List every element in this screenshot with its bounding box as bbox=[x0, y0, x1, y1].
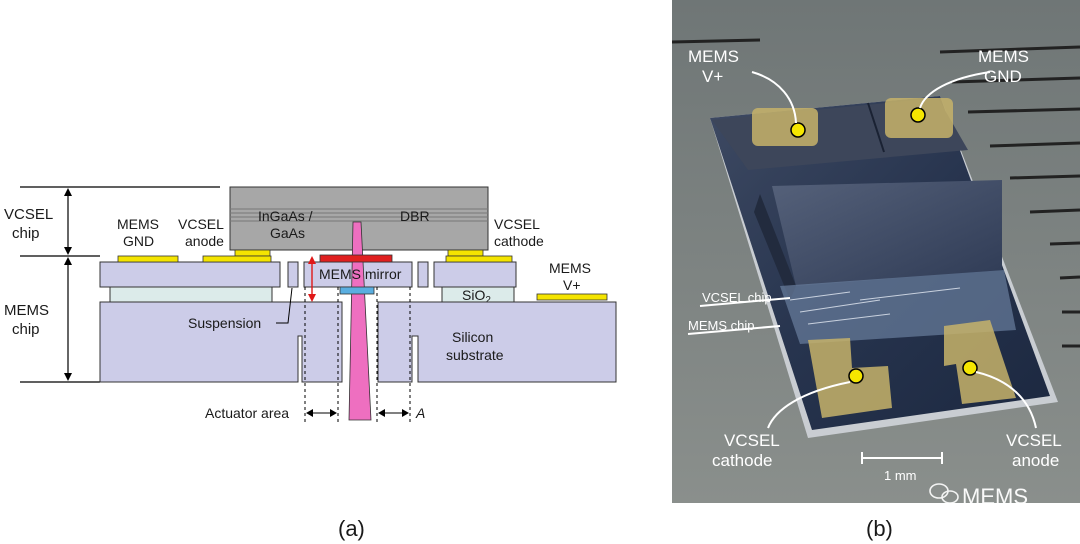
mems-mirror-label: MEMS mirror bbox=[319, 266, 402, 282]
panel-b-caption: (b) bbox=[866, 516, 893, 541]
panel-a-caption: (a) bbox=[338, 516, 365, 541]
vcsel-cathode-label: VCSEL cathode bbox=[494, 216, 544, 249]
vcsel-chip-photo-label: VCSEL chip bbox=[702, 290, 772, 305]
mirror-stroke-arrow bbox=[308, 256, 316, 302]
oxide-left bbox=[109, 286, 273, 303]
silicon-substrate-right bbox=[377, 301, 617, 383]
mems-gnd-pad bbox=[117, 255, 179, 263]
mems-chip-photo-label: MEMS chip bbox=[688, 318, 754, 333]
marker-vcsel-anode bbox=[962, 360, 978, 376]
panel-a-schematic: VCSEL chip MEMS chip InGaAs / GaAs DBR bbox=[4, 186, 617, 541]
mems-gnd-label: MEMS GND bbox=[117, 216, 163, 249]
vcsel-anode-pad bbox=[202, 255, 272, 263]
watermark-text: MEMS bbox=[962, 484, 1028, 509]
mems-chip-label: MEMS chip bbox=[4, 302, 53, 338]
dbr-layers bbox=[230, 208, 488, 222]
marker-vcsel-cathode bbox=[848, 368, 864, 384]
vcsel-anode-pad-photo bbox=[944, 320, 1016, 404]
callout-markers bbox=[790, 107, 978, 384]
sio2-label: SiO2 bbox=[462, 287, 491, 306]
mems-gnd-photo-label: MEMS GND bbox=[978, 47, 1034, 86]
vcsel-anode-photo-label: VCSEL anode bbox=[1006, 431, 1066, 470]
mems-mirror bbox=[319, 254, 393, 263]
vcsel-cathode-pad bbox=[445, 255, 513, 263]
a-symbol-label: A bbox=[415, 405, 425, 421]
silicon-substrate-left bbox=[99, 301, 343, 383]
suspension-label: Suspension bbox=[188, 315, 261, 331]
mems-vplus-label: MEMS V+ bbox=[549, 260, 595, 293]
mirror-platform bbox=[339, 286, 375, 295]
dimension-lines bbox=[20, 186, 220, 383]
vcsel-chip-side bbox=[754, 194, 796, 300]
actuator-area-label: Actuator area bbox=[205, 405, 289, 421]
vcsel-anode-label: VCSEL anode bbox=[178, 216, 227, 249]
scale-bar-label: 1 mm bbox=[884, 468, 917, 483]
mems-vplus-photo-label: MEMS V+ bbox=[688, 47, 744, 86]
suspension-leader bbox=[276, 287, 293, 324]
actuator-pin bbox=[348, 221, 372, 421]
scale-bar bbox=[861, 452, 943, 464]
actuator-arrowheads bbox=[306, 409, 409, 417]
background-stripes bbox=[672, 38, 1080, 348]
callout-leaders bbox=[687, 71, 1037, 429]
actuator-bounds bbox=[304, 287, 411, 425]
dbr-label: DBR bbox=[400, 208, 430, 224]
mems-device-layer bbox=[99, 261, 517, 288]
panel-b-photo: MEMS V+ MEMS GND VCSEL chip MEMS chip VC… bbox=[672, 0, 1080, 509]
wechat-icon bbox=[929, 483, 959, 503]
pad-separator bbox=[867, 102, 885, 153]
vcsel-anode-bump bbox=[234, 249, 271, 257]
vcsel-chip-die bbox=[772, 180, 1002, 286]
marker-mems-vplus bbox=[790, 122, 806, 138]
mems-vplus-pad-photo bbox=[752, 108, 818, 146]
silicon-substrate-label: Silicon substrate bbox=[446, 329, 504, 363]
vcsel-chip-body bbox=[229, 186, 489, 251]
dimension-arrowheads bbox=[64, 188, 72, 381]
vcsel-chip-label: VCSEL chip bbox=[4, 206, 57, 242]
mems-vplus-pad bbox=[536, 293, 608, 301]
vcsel-cathode-photo-label: VCSEL cathode bbox=[712, 431, 784, 470]
bond-reflections bbox=[789, 287, 961, 325]
ingaas-label: InGaAs / GaAs bbox=[258, 208, 316, 241]
vcsel-cathode-bump bbox=[447, 249, 484, 257]
marker-mems-gnd bbox=[910, 107, 926, 123]
